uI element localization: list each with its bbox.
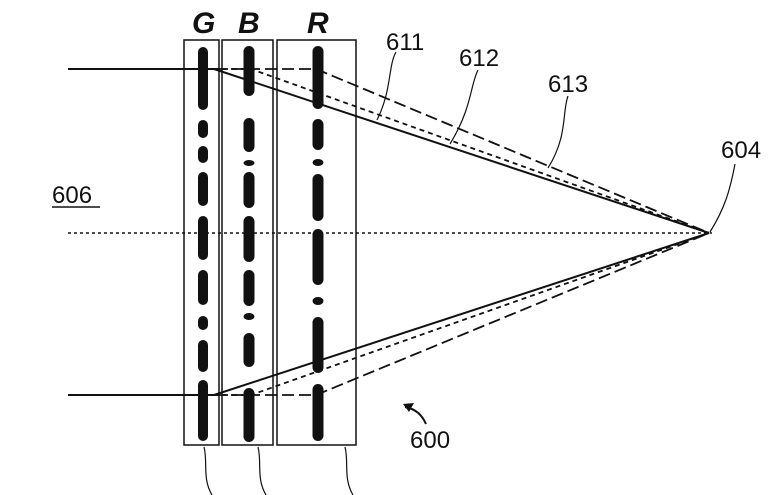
assembly-arrowhead-icon: [403, 403, 414, 412]
layer-r-label: R: [307, 7, 329, 40]
lens-segment: [244, 46, 255, 96]
lens-segment: [198, 380, 208, 441]
lens-segment: [313, 46, 324, 109]
label-612: 612: [459, 45, 499, 72]
lens-segment: [198, 270, 208, 305]
lens-segment: [198, 340, 208, 372]
lens-segment: [244, 172, 255, 208]
lens-segment: [313, 174, 324, 221]
lens-segment: [244, 270, 255, 306]
layer-r-lens-profile: [313, 46, 324, 441]
lens-segment: [313, 229, 324, 285]
lens-segment: [244, 118, 255, 152]
leader-613: [548, 96, 568, 168]
lens-segment: [313, 159, 324, 166]
label-606: 606: [52, 182, 92, 209]
lens-segment: [244, 388, 255, 442]
lens-segment: [244, 216, 255, 262]
lens-segment: [313, 384, 324, 441]
lens-segment: [313, 297, 324, 305]
layer-g-label: G: [192, 7, 215, 40]
lens-segment: [244, 313, 255, 320]
layer-b-lead: [258, 447, 266, 495]
lens-segment: [198, 316, 208, 330]
lens-segment: [198, 120, 208, 138]
lens-segment: [198, 172, 208, 206]
layer-r-lead: [345, 447, 353, 495]
label-600: 600: [410, 427, 450, 454]
lens-segment: [244, 160, 255, 166]
leader-611: [377, 52, 396, 120]
leader-612: [450, 70, 478, 144]
layer-g-lead: [204, 447, 212, 495]
label-604: 604: [721, 137, 761, 164]
label-611: 611: [386, 29, 424, 56]
lens-segment: [313, 317, 324, 373]
lens-segment: [198, 146, 208, 163]
leader-604: [710, 164, 735, 232]
lens-segment: [244, 333, 255, 367]
layer-g-lens-profile: [198, 47, 208, 441]
lens-segment: [198, 47, 208, 110]
lens-segment: [313, 119, 324, 150]
ray-611-top: [214, 69, 709, 233]
lens-segment: [198, 216, 208, 260]
label-613: 613: [548, 71, 588, 98]
ray-611-bottom: [214, 233, 709, 395]
layer-b-label: B: [238, 7, 260, 40]
